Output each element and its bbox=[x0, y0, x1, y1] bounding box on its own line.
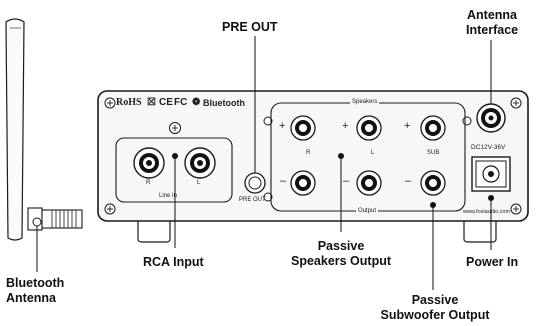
rca-left-label: L bbox=[197, 180, 201, 186]
callout-antenna-interface: Antenna Interface bbox=[466, 8, 518, 38]
website-label: www.fosiaudio.com bbox=[463, 209, 511, 215]
plus-sign: + bbox=[342, 120, 349, 132]
callout-antenna-interface-line2: Interface bbox=[466, 23, 519, 37]
callout-antenna-interface-line1: Antenna bbox=[467, 8, 517, 22]
callout-rca-input: RCA Input bbox=[143, 255, 204, 269]
leader-lines bbox=[36, 36, 492, 290]
plus-sign: + bbox=[404, 120, 411, 132]
rear-panel bbox=[97, 90, 529, 222]
bluetooth-antenna bbox=[5, 18, 83, 241]
plus-sign: + bbox=[279, 120, 286, 132]
callout-passive-speakers-line1: Passive bbox=[317, 239, 365, 253]
line-in-label: Line In bbox=[159, 193, 178, 199]
callout-passive-sub-line1: Passive bbox=[411, 293, 459, 307]
pre-out-panel-label: PRE OUT bbox=[239, 197, 266, 203]
bluetooth-mark: Bluetooth bbox=[203, 98, 245, 108]
line-in-box bbox=[115, 137, 233, 203]
ce-mark: CE bbox=[159, 97, 173, 108]
rohs-mark: RoHS bbox=[116, 97, 142, 108]
output-label: Output bbox=[356, 208, 379, 214]
callout-passive-sub-line2: Subwoofer Output bbox=[380, 308, 490, 322]
callout-bluetooth-antenna-line1: Bluetooth bbox=[6, 276, 65, 290]
dc-power-jack bbox=[471, 156, 511, 201]
minus-sign: – bbox=[343, 175, 350, 187]
callout-passive-speakers-line2: Speakers Output bbox=[290, 254, 392, 268]
antenna-connector bbox=[476, 103, 506, 133]
callout-passive-speakers-output: Passive Speakers Output bbox=[287, 239, 395, 269]
pre-out-jack bbox=[244, 172, 266, 194]
weee-icon: ☒ bbox=[147, 97, 156, 108]
minus-sign: – bbox=[280, 175, 287, 187]
channel-r-label: R bbox=[306, 150, 311, 156]
channel-sub-label: SUB bbox=[427, 150, 440, 156]
channel-l-label: L bbox=[371, 150, 375, 156]
callout-power-in: Power In bbox=[466, 255, 519, 269]
dc-rating-label: DC12V-36V bbox=[471, 144, 506, 151]
minus-sign: – bbox=[405, 175, 412, 187]
callout-bluetooth-antenna-line2: Antenna bbox=[6, 291, 56, 305]
fcc-mark: FC bbox=[174, 97, 188, 108]
speaker-terminals bbox=[290, 115, 446, 208]
speakers-label: Speakers bbox=[350, 99, 380, 105]
rca-jacks bbox=[133, 147, 216, 179]
rca-right-label: R bbox=[146, 180, 151, 186]
bluetooth-icon: ❁ bbox=[192, 97, 201, 108]
callout-pre-out: PRE OUT bbox=[222, 20, 278, 34]
callout-bluetooth-antenna: Bluetooth Antenna bbox=[6, 276, 64, 306]
callout-passive-subwoofer-output: Passive Subwoofer Output bbox=[376, 293, 494, 323]
